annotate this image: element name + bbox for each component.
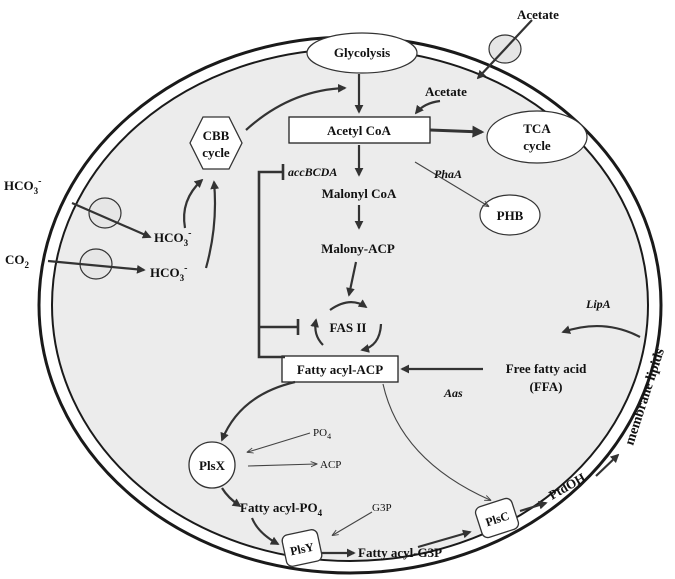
hco3-internal-2-base: HCO	[150, 265, 180, 280]
glycolysis-node	[306, 32, 418, 74]
tca-cycle-node	[486, 110, 588, 164]
fas-ii-label: FAS II	[330, 320, 367, 335]
hco3-external-label: HCO3-	[4, 176, 41, 196]
hco3-internal-label-2: HCO3-	[150, 263, 187, 283]
plsx-label: PlsX	[199, 458, 226, 473]
fatty-acyl-po4-label: Fatty acyl-PO4	[240, 500, 323, 518]
acp-label: ACP	[320, 459, 341, 471]
co2-base: CO	[5, 252, 25, 267]
hco3-external-superscript: -	[38, 176, 41, 187]
hco3-internal-1-base: HCO	[154, 230, 184, 245]
cbb-cycle-node	[189, 116, 243, 170]
plsy-box	[281, 529, 323, 567]
hco3-internal-2-subscript: 3	[180, 273, 185, 283]
fatty-acyl-acp-label: Fatty acyl-ACP	[297, 362, 383, 377]
co2-label: CO2	[5, 252, 30, 270]
g3p-label: G3P	[372, 502, 392, 514]
accbcda-label: accBCDA	[288, 165, 337, 179]
hco3-internal-2-superscript: -	[184, 263, 187, 274]
aas-label: Aas	[443, 386, 463, 400]
pathway-arrows	[47, 19, 641, 558]
fatty-acyl-acp-box	[281, 355, 399, 383]
po4-label: PO4	[313, 427, 331, 441]
free-fatty-acid-label-line1: Free fatty acid	[506, 361, 587, 376]
cbb-label-line1: CBB	[203, 128, 230, 143]
fatty-acyl-po4-subscript: 4	[318, 508, 323, 518]
hco3-external-subscript: 3	[34, 186, 39, 196]
tca-label-line1: TCA	[523, 121, 551, 136]
plsc-box	[474, 497, 520, 539]
plsx-node	[188, 441, 236, 489]
fatty-acyl-g3p-label: Fatty acyl-G3P	[358, 545, 442, 560]
fatty-acyl-po4-base: Fatty acyl-PO	[240, 500, 318, 515]
acetyl-coa-label: Acetyl CoA	[327, 123, 392, 138]
glycolysis-label: Glycolysis	[334, 45, 390, 60]
hco3-internal-1-superscript: -	[188, 228, 191, 239]
malonyl-coa-label: Malonyl CoA	[322, 186, 397, 201]
plsy-label: PlsY	[289, 540, 316, 559]
co2-subscript: 2	[25, 260, 30, 270]
po4-subscript: 4	[327, 432, 331, 441]
lipa-label: LipA	[585, 297, 611, 311]
malony-acp-label: Malony-ACP	[321, 241, 395, 256]
acetate-external-label: Acetate	[517, 7, 559, 22]
free-fatty-acid-label-line2: (FFA)	[530, 379, 563, 394]
cbb-label-line2: cycle	[202, 145, 230, 160]
hco3-internal-label-1: HCO3-	[154, 228, 191, 248]
phb-node	[479, 194, 541, 236]
hco3-internal-1-subscript: 3	[184, 238, 189, 248]
phb-label: PHB	[497, 208, 524, 223]
po4-base: PO	[313, 427, 327, 439]
hco3-external-base: HCO	[4, 178, 34, 193]
feedback-inhibition	[257, 164, 300, 359]
acetate-internal-label: Acetate	[425, 84, 467, 99]
phaa-label: PhaA	[434, 167, 462, 181]
tca-label-line2: cycle	[523, 138, 551, 153]
